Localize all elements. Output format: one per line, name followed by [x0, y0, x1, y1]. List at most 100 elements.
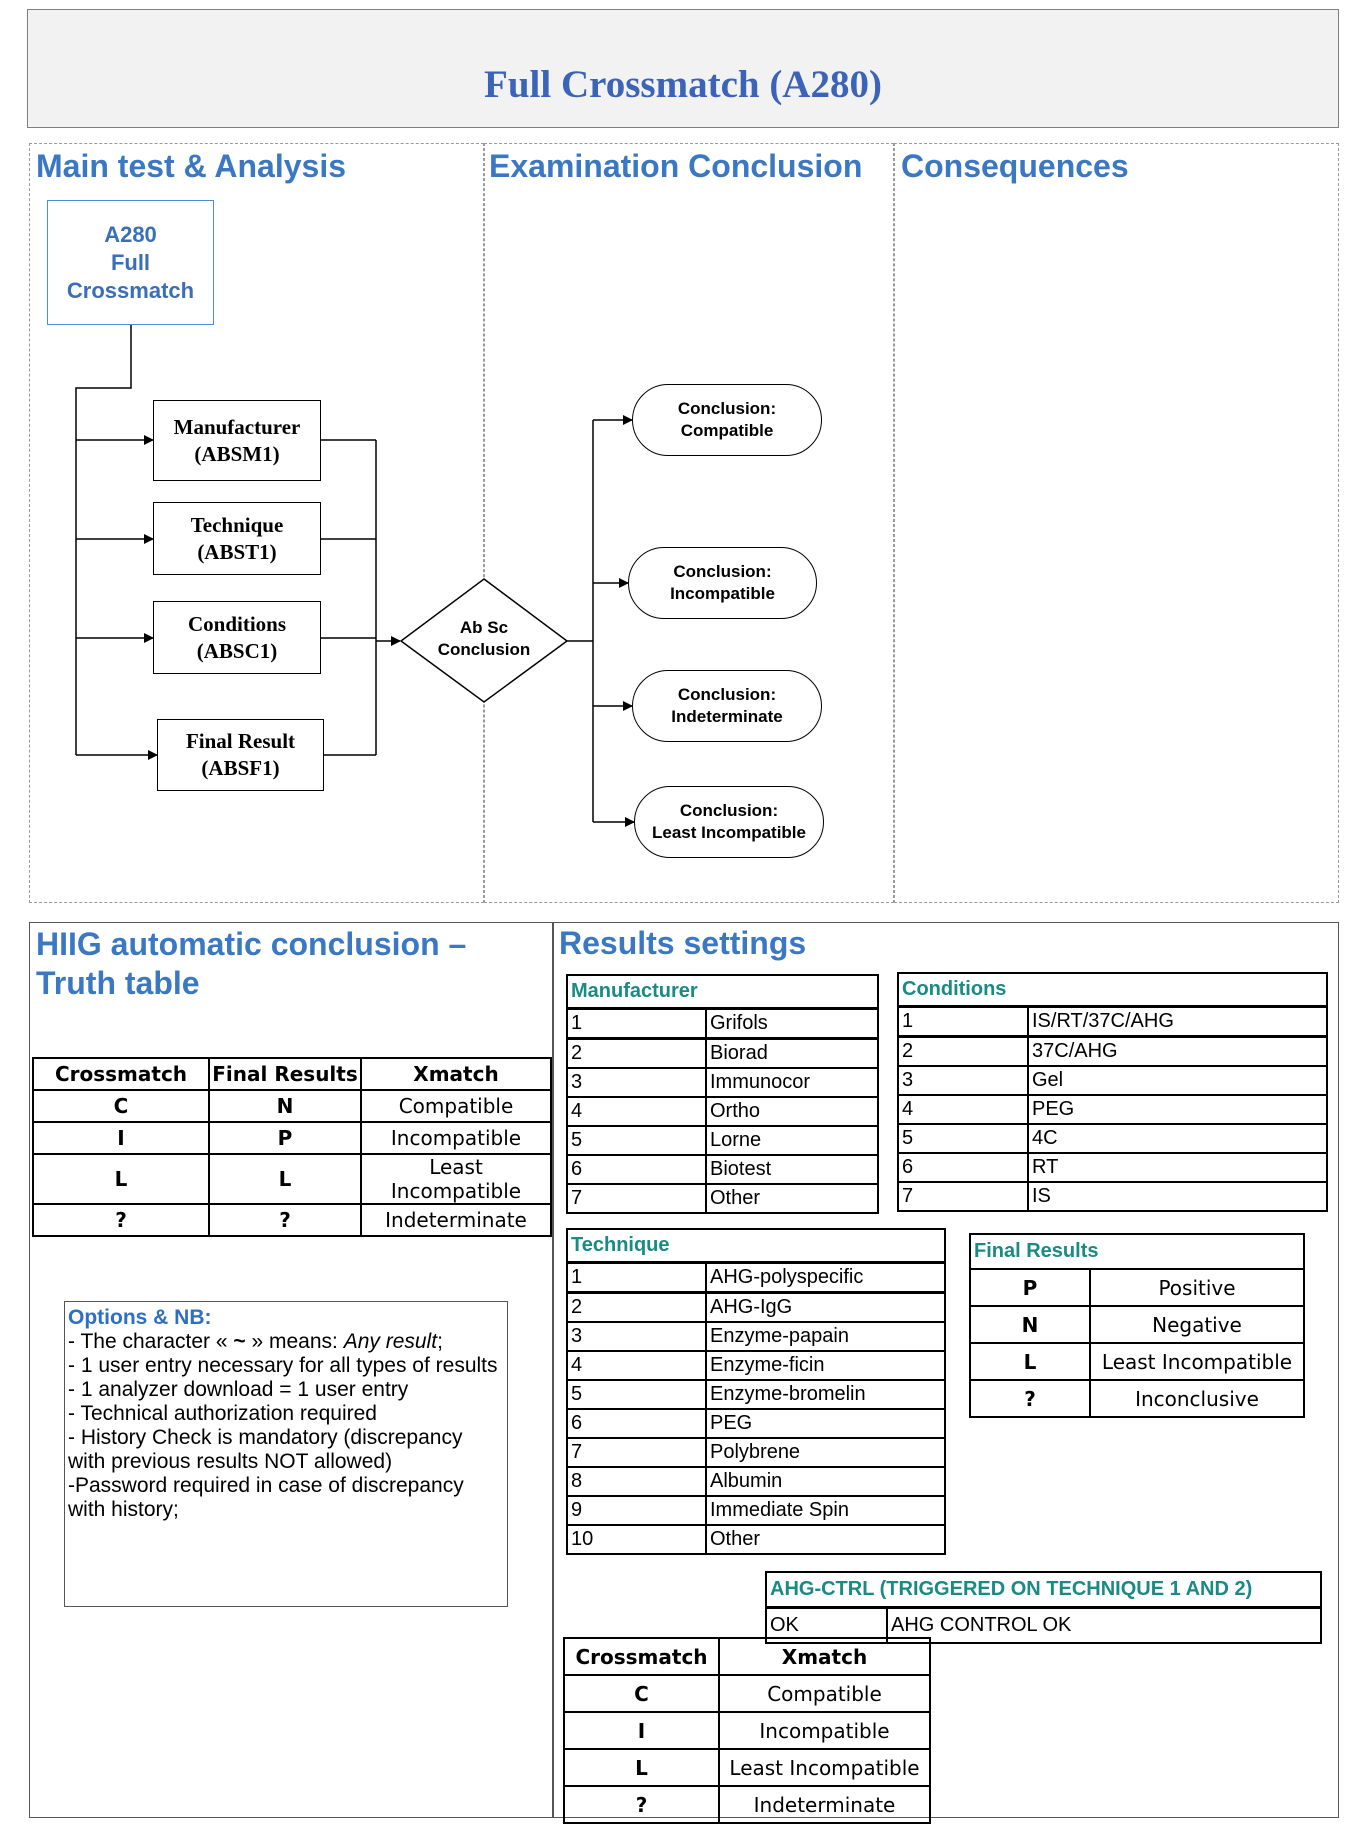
- xmatch-cell: Least Incompatible: [360, 1153, 552, 1205]
- final-results-header: Final Results: [208, 1057, 362, 1091]
- crossmatch-header: Crossmatch: [32, 1057, 210, 1091]
- code-cell: I: [563, 1711, 720, 1750]
- node-label: Conditions: [187, 611, 287, 636]
- a280-line-2: Full: [110, 249, 151, 275]
- table-row: ?Indeterminate: [563, 1785, 931, 1824]
- ahg-ctrl-table: AHG-CTRL (TRIGGERED ON TECHNIQUE 1 AND 2…: [765, 1571, 1322, 1644]
- value-cell: Least Incompatible: [1089, 1342, 1305, 1381]
- options-line: - The character « ~ » means: Any result;: [68, 1330, 504, 1354]
- code-cell: 8: [566, 1466, 707, 1497]
- value-cell: PEG: [705, 1408, 946, 1439]
- a280-line-1: A280: [104, 221, 157, 247]
- code-cell: 4: [566, 1096, 707, 1127]
- code-cell: 3: [566, 1067, 707, 1098]
- code-cell: L: [969, 1342, 1091, 1381]
- options-line: - History Check is mandatory (discrepanc…: [68, 1426, 463, 1473]
- value-cell: PEG: [1027, 1094, 1328, 1125]
- node-code: (ABST1): [197, 539, 277, 564]
- node-label: Technique: [190, 512, 284, 537]
- node-code: (ABSC1): [196, 638, 278, 663]
- ab-sc-conclusion-decision: Ab Sc Conclusion: [414, 617, 554, 661]
- table-row: L L Least Incompatible: [32, 1153, 552, 1205]
- a280-start-node: A280 Full Crossmatch: [47, 200, 214, 325]
- consequences-column: [894, 143, 1339, 903]
- xmatch-cell: Compatible: [360, 1089, 552, 1123]
- code-cell: 4: [897, 1094, 1029, 1125]
- manufacturer-node: Manufacturer (ABSM1): [153, 400, 321, 481]
- code-cell: 2: [566, 1037, 707, 1069]
- options-line: - 1 user entry necessary for all types o…: [68, 1354, 498, 1377]
- value-cell: Ortho: [705, 1096, 879, 1127]
- value-cell: Lorne: [705, 1125, 879, 1156]
- table-row: ? ? Indeterminate: [32, 1203, 552, 1237]
- truth-heading-line-1: HIIG automatic conclusion –: [36, 926, 467, 962]
- value-cell: Immunocor: [705, 1067, 879, 1098]
- conclusion-indeterminate: Conclusion: Indeterminate: [632, 670, 822, 742]
- conclusion-prefix: Conclusion:: [673, 562, 772, 581]
- truth-table-panel: [29, 922, 553, 1818]
- value-cell: Other: [705, 1183, 879, 1214]
- consequences-heading: Consequences: [901, 148, 1129, 184]
- code-cell: 9: [566, 1495, 707, 1526]
- value-cell: Negative: [1089, 1305, 1305, 1344]
- table-row: ?Inconclusive: [969, 1379, 1305, 1418]
- conclusion-least-incompatible: Conclusion: Least Incompatible: [634, 786, 824, 858]
- options-title: Options & NB:: [68, 1306, 212, 1329]
- value-cell: Grifols: [705, 1007, 879, 1040]
- xmatch-header: Xmatch: [718, 1637, 931, 1676]
- table-row: I P Incompatible: [32, 1121, 552, 1155]
- xmatch-header: Xmatch: [360, 1057, 552, 1091]
- code-cell: 6: [897, 1152, 1029, 1183]
- node-code: (ABSM1): [194, 441, 280, 466]
- value-cell: Compatible: [718, 1674, 931, 1713]
- value-cell: AHG CONTROL OK: [886, 1606, 1322, 1644]
- value-cell: RT: [1027, 1152, 1328, 1183]
- crossmatch-cell: I: [32, 1121, 210, 1155]
- code-cell: 3: [897, 1065, 1029, 1096]
- value-cell: 4C: [1027, 1123, 1328, 1154]
- value-cell: Immediate Spin: [705, 1495, 946, 1526]
- crossmatch-cell: L: [32, 1153, 210, 1205]
- code-cell: 10: [566, 1524, 707, 1555]
- code-cell: 2: [897, 1035, 1029, 1067]
- conditions-node: Conditions (ABSC1): [153, 601, 321, 674]
- code-cell: 7: [566, 1183, 707, 1214]
- value-cell: Least Incompatible: [718, 1748, 931, 1787]
- value-cell: Inconclusive: [1089, 1379, 1305, 1418]
- value-cell: IS/RT/37C/AHG: [1027, 1005, 1328, 1038]
- final-results-cell: N: [208, 1089, 362, 1123]
- xmatch-cell: Indeterminate: [360, 1203, 552, 1237]
- value-cell: Biorad: [705, 1037, 879, 1069]
- crossmatch-cell: ?: [32, 1203, 210, 1237]
- code-cell: 5: [566, 1379, 707, 1410]
- conclusion-value: Indeterminate: [671, 707, 783, 726]
- a280-line-3: Crossmatch: [66, 277, 195, 303]
- table-header-row: Crossmatch Final Results Xmatch: [32, 1057, 552, 1091]
- value-cell: Polybrene: [705, 1437, 946, 1468]
- value-cell: Positive: [1089, 1268, 1305, 1307]
- options-line: - Technical authorization required: [68, 1402, 377, 1425]
- options-line: - 1 analyzer download = 1 user entry: [68, 1378, 409, 1401]
- code-cell: C: [563, 1674, 720, 1713]
- code-cell: 6: [566, 1154, 707, 1185]
- conclusion-incompatible: Conclusion: Incompatible: [628, 547, 817, 619]
